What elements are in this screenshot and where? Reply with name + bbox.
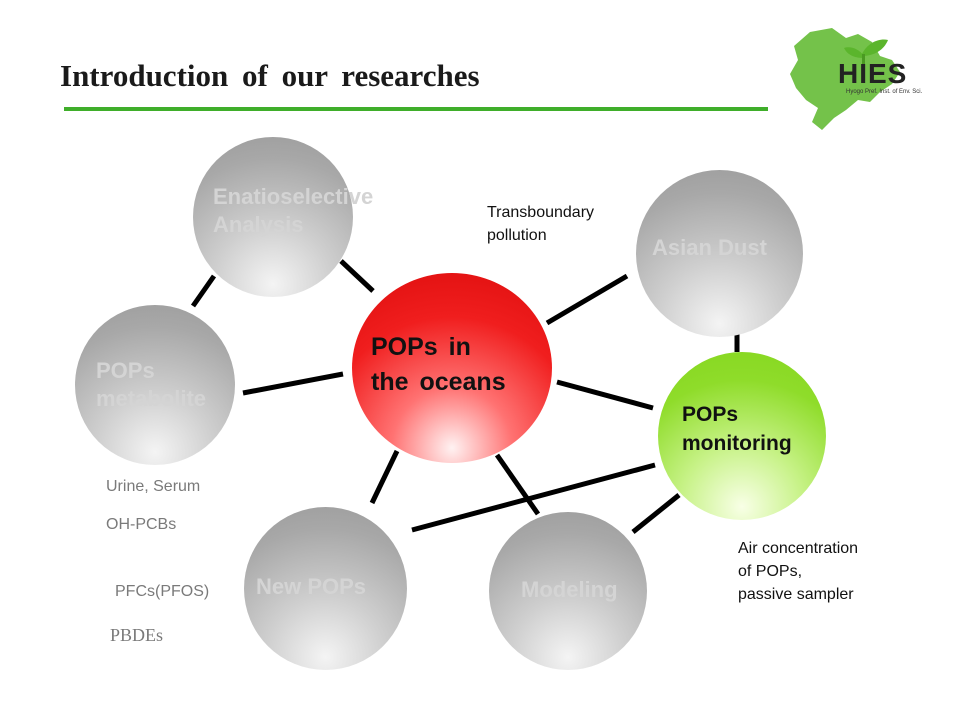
link-enantio-center xyxy=(339,259,375,293)
enantio-label: Enatioselective Analysis xyxy=(213,184,374,237)
center-label: POPs in the oceans xyxy=(371,333,506,396)
node-enantioselective xyxy=(193,137,353,297)
logo-text: HIES xyxy=(838,58,908,89)
logo-subtitle: Hyogo Pref. Inst. of Env. Sci. xyxy=(846,89,923,95)
page-title: Introduction of our researches xyxy=(60,58,480,93)
sprout-leaf-icon xyxy=(862,39,888,56)
hies-logo xyxy=(790,28,900,130)
link-newpops-monitoring xyxy=(411,462,656,533)
metabolite-label: POPs metabolite xyxy=(96,358,207,411)
note-pbdes: PBDEs xyxy=(110,625,164,645)
sprout-leaf-icon xyxy=(844,47,864,58)
note-transboundary: Transboundary pollution xyxy=(487,204,595,245)
node-pops-oceans xyxy=(352,273,552,463)
new-pops-label: New POPs xyxy=(256,574,367,599)
node-asian-dust xyxy=(636,170,803,337)
link-center-asiandust xyxy=(545,273,629,326)
node-modeling xyxy=(489,512,647,670)
node-new-pops xyxy=(244,507,407,670)
asian-dust-label: Asian Dust xyxy=(652,235,767,260)
link-center-modeling xyxy=(494,453,541,516)
link-center-monitoring xyxy=(556,379,654,411)
title-underline xyxy=(64,107,768,111)
monitoring-label: POPs monitoring xyxy=(682,403,792,456)
note-urine-serum: Urine, Serum xyxy=(106,478,201,495)
link-center-newpops xyxy=(369,449,400,505)
node-metabolite xyxy=(75,305,235,465)
link-enantio-metabolite xyxy=(190,274,217,308)
note-pfcs: PFCs(PFOS) xyxy=(115,583,210,600)
note-oh-pcbs: OH-PCBs xyxy=(106,516,177,533)
note-air-concentration: Air concentration of POPs, passive sampl… xyxy=(738,540,859,604)
link-modeling-monitoring xyxy=(631,493,681,534)
node-pops-monitoring xyxy=(658,352,826,520)
link-metabolite-center xyxy=(242,371,344,396)
modeling-label: Modeling xyxy=(521,577,618,602)
